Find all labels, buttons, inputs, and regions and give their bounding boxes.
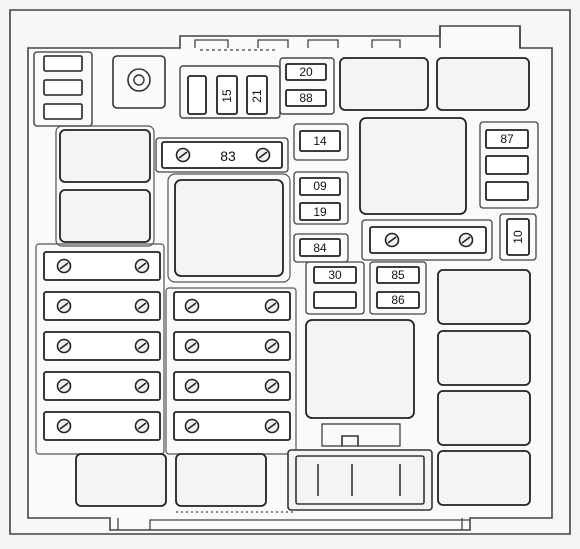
fuse-19-label: 19 bbox=[313, 205, 327, 219]
fuse-88-label: 88 bbox=[299, 91, 313, 105]
relay-bottom-1 bbox=[75, 453, 167, 507]
fuse-15 bbox=[216, 75, 238, 115]
relay-center-lower bbox=[305, 319, 415, 419]
fuse-block-30: 30 bbox=[305, 261, 365, 315]
relay-right-2 bbox=[437, 330, 531, 386]
ground-stud bbox=[112, 55, 166, 109]
mini-fuse-slot bbox=[43, 103, 83, 120]
fuse-83: 83 bbox=[155, 137, 289, 173]
fuse-84-label: 84 bbox=[313, 241, 327, 255]
fuse-09-label: 09 bbox=[313, 179, 327, 193]
fuse-85-label: 85 bbox=[391, 268, 405, 282]
relay-right-4 bbox=[437, 450, 531, 506]
bottom-connector bbox=[287, 423, 433, 511]
fuse-block-87: 87 bbox=[479, 121, 539, 209]
top-tab-right bbox=[439, 26, 521, 48]
fuse-10-label: 10 bbox=[511, 230, 525, 244]
maxi-fuse-column-left bbox=[35, 243, 165, 455]
relay-top-1 bbox=[339, 57, 429, 111]
relay-right-3 bbox=[437, 390, 531, 446]
fuse-83-label: 83 bbox=[220, 148, 236, 164]
relay-center bbox=[174, 179, 284, 277]
fuse-88 bbox=[285, 89, 327, 107]
fuse-block-85-86: 85 86 bbox=[369, 261, 427, 315]
fuse-long-right bbox=[361, 219, 493, 261]
relay-left-1 bbox=[59, 129, 151, 183]
fuse-20 bbox=[285, 63, 327, 81]
fuse-21-label: 21 bbox=[250, 89, 264, 103]
fuse-14-label: 14 bbox=[313, 134, 327, 148]
relay-right-1 bbox=[437, 269, 531, 325]
fuse-15-label: 15 bbox=[220, 89, 234, 103]
relay-bottom-2 bbox=[175, 453, 267, 507]
fuse-block-10: 10 bbox=[499, 213, 537, 261]
relay-right-center bbox=[359, 117, 467, 215]
fuse-20-label: 20 bbox=[299, 65, 313, 79]
fuse-block-09-19: 09 19 bbox=[293, 171, 349, 225]
fuse-block-14: 14 bbox=[293, 123, 349, 161]
relay-left-2 bbox=[59, 189, 151, 243]
fuse-87-label: 87 bbox=[500, 132, 514, 146]
maxi-fuse-column-middle bbox=[165, 287, 297, 455]
mini-fuse-slot bbox=[43, 55, 83, 72]
mini-fuse-group-top-left bbox=[33, 51, 93, 127]
relay-top-2 bbox=[436, 57, 530, 111]
fuse-30-label: 30 bbox=[328, 268, 342, 282]
fuse-86-label: 86 bbox=[391, 293, 405, 307]
mini-fuse-slot bbox=[43, 79, 83, 96]
fuse-21 bbox=[246, 75, 268, 115]
fuse-block-20-88: 20 88 bbox=[279, 57, 335, 115]
